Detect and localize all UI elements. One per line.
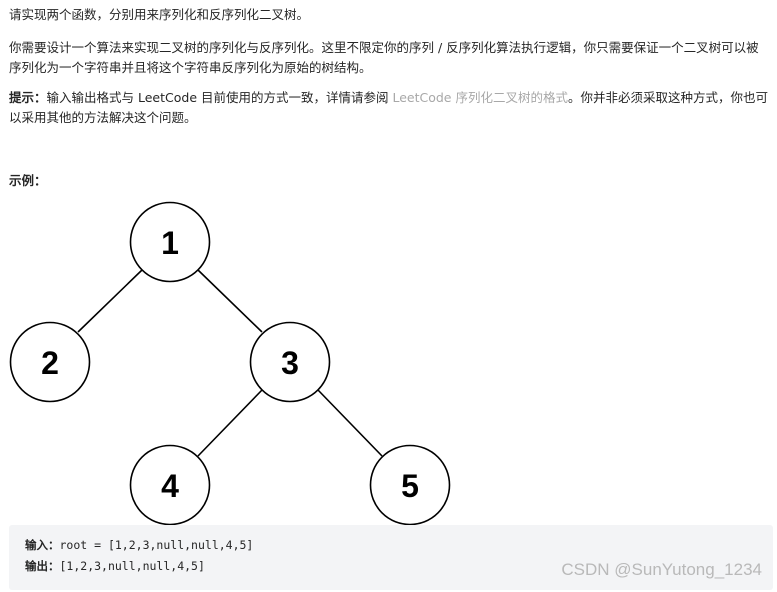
output-label: 输出： — [25, 559, 60, 573]
example-label: 示例： — [9, 173, 47, 188]
edge-3-5 — [317, 389, 383, 457]
format-link[interactable]: LeetCode 序列化二叉树的格式 — [392, 90, 568, 105]
tree-node-label-4: 4 — [161, 468, 179, 504]
edge-3-4 — [197, 389, 263, 457]
tree-node-5 — [369, 444, 451, 525]
tree-node-label-2: 2 — [41, 345, 59, 381]
tree-node-3 — [249, 321, 331, 403]
tree-node-4 — [129, 444, 211, 525]
hint-paragraph: 提示：输入输出格式与 LeetCode 目前使用的方式一致，详情请参阅 Leet… — [9, 88, 769, 128]
output-value: [1,2,3,null,null,4,5] — [59, 559, 205, 573]
edge-1-2 — [77, 269, 143, 333]
intro-text: 请实现两个函数，分别用来序列化和反序列化二叉树。 — [9, 7, 310, 22]
tree-node-label-1: 1 — [161, 225, 179, 261]
input-value: root = [1,2,3,null,null,4,5] — [59, 538, 254, 552]
hint-text-before: 输入输出格式与 LeetCode 目前使用的方式一致，详情请参阅 — [46, 90, 393, 105]
hint-text-after: 。你并非必须采取这种方式，你也可以采用其他的方法解决这个问题。 — [9, 90, 768, 125]
tree-node-label-3: 3 — [281, 345, 299, 381]
output-line: 输出：[1,2,3,null,null,4,5] — [25, 558, 205, 574]
csdn-watermark: CSDN @SunYutong_1234 — [561, 560, 762, 579]
binary-tree-diagram: 1 2 3 4 5 — [9, 201, 451, 525]
edge-1-3 — [197, 269, 263, 333]
tree-node-2 — [9, 321, 91, 403]
tree-node-label-5: 5 — [401, 468, 419, 504]
input-line: 输入：root = [1,2,3,null,null,4,5] — [25, 537, 253, 553]
input-label: 输入： — [25, 538, 60, 552]
hint-label: 提示： — [9, 90, 47, 105]
description-text: 你需要设计一个算法来实现二叉树的序列化与反序列化。这里不限定你的序列 / 反序列… — [9, 40, 759, 75]
example-code-block: 输入：root = [1,2,3,null,null,4,5] 输出：[1,2,… — [9, 525, 773, 590]
tree-node-1 — [129, 201, 211, 283]
